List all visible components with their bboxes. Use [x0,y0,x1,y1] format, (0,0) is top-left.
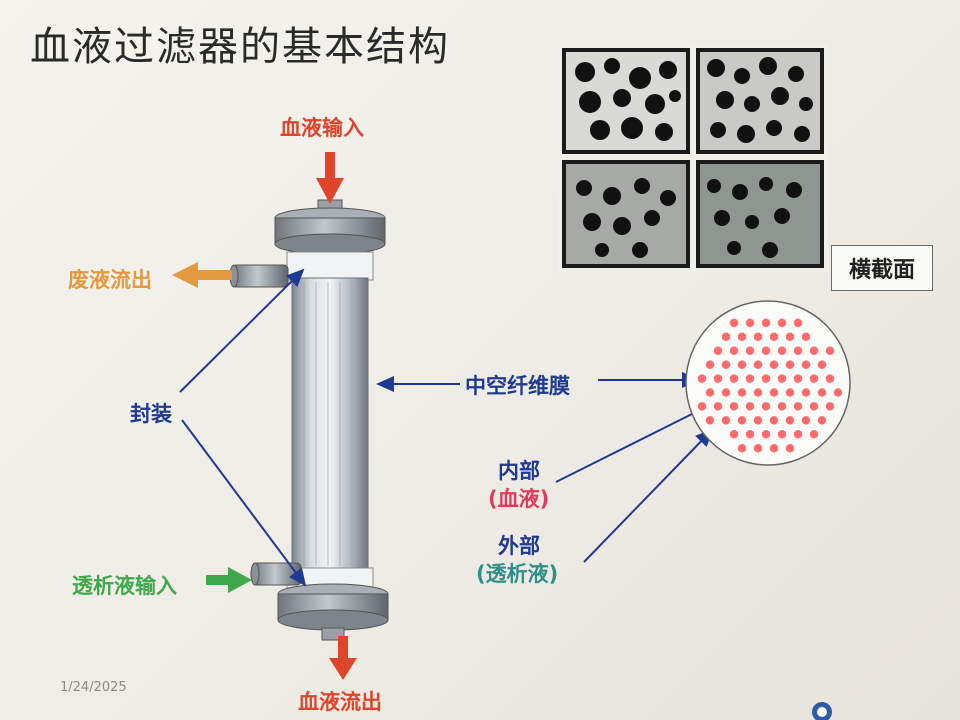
label-outer: 外部 [498,534,540,558]
fiber-dot [776,372,788,385]
label-cross-section: 横截面 [831,245,933,291]
fiber-dot [720,358,732,371]
fiber-dot [776,317,788,329]
fiber-dot [776,345,788,357]
fiber-dot [816,414,828,427]
label-inner: 内部 [498,459,540,483]
fiber-dot [728,345,740,357]
fiber-dot [704,414,716,427]
fiber-dot [752,414,764,427]
fiber-dot [720,414,732,427]
label-dialysate-in: 透析液输入 [72,574,177,598]
fiber-dot [760,317,772,329]
fiber-dot [800,386,812,399]
fiber-dot [808,372,820,385]
fiber-dot [736,331,748,343]
fiber-dot [768,386,780,399]
fiber-dot [728,428,740,441]
fiber-dot [704,386,716,399]
fiber-dot [800,331,812,343]
fiber-dot [712,345,724,357]
fiber-dot [784,358,796,371]
fiber-dot [816,386,828,399]
fiber-dot [776,428,788,441]
cross-section [685,300,851,466]
fiber-dot [752,331,764,343]
footer-date: 1/24/2025 [60,680,127,695]
fiber-dot [752,358,764,371]
fiber-dot [728,400,740,413]
label-seal: 封装 [130,402,172,426]
fiber-dot [720,386,732,399]
fiber-dot [704,358,716,371]
blood-out-arrow [329,636,357,680]
fiber-dot [736,414,748,427]
fiber-dot [784,386,796,399]
fiber-dot [760,345,772,357]
fiber-dot [800,358,812,371]
fiber-dot [768,331,780,343]
fiber-dot [720,331,732,343]
fiber-dot [744,372,756,385]
fiber-dot [816,358,828,371]
fiber-dot [792,428,804,441]
fiber-dot [752,442,764,454]
fiber-dot [832,386,844,399]
fiber-dots [696,317,844,454]
fiber-dot [760,400,772,413]
fiber-dot [744,400,756,413]
fiber-dot [784,331,796,343]
micrograph-textures [566,52,820,264]
pointer-lines [179,268,714,587]
waste-out-arrow [172,262,232,288]
fiber-dot [824,372,836,385]
dialysate-in-arrow [206,567,252,593]
footer-logo-icon [812,702,832,720]
fiber-dot [792,317,804,329]
fiber-dot [744,317,756,329]
page-title: 血液过滤器的基本结构 [30,24,450,70]
fiber-dot [808,428,820,441]
label-blood-out: 血液流出 [298,690,382,714]
fiber-dot [776,400,788,413]
label-waste-out: 废液流出 [68,268,152,292]
filter-cartridge [229,199,389,641]
fiber-dot [736,442,748,454]
fiber-dot [808,345,820,357]
fiber-dot [712,372,724,385]
label-hollow-fiber: 中空纤维膜 [465,374,570,398]
fiber-dot [808,400,820,413]
fiber-dot [768,442,780,454]
fiber-dot [824,400,836,413]
fiber-dot [792,345,804,357]
fiber-dot [752,386,764,399]
fiber-dot [728,317,740,329]
fiber-dot [784,414,796,427]
fiber-dot [744,428,756,441]
fiber-dot [728,372,740,385]
fiber-dot [696,400,708,413]
fiber-dot [744,345,756,357]
fiber-dot [760,372,772,385]
fiber-dot [824,345,836,357]
fiber-dot [696,372,708,385]
label-blood-in: 血液输入 [280,116,364,140]
label-outer-sub: (透析液) [476,562,559,586]
label-inner-sub: (血液) [488,487,550,511]
fiber-dot [768,358,780,371]
fiber-dot [736,358,748,371]
fiber-dot [768,414,780,427]
fiber-dot [712,400,724,413]
blood-in-arrow [316,152,344,204]
fiber-dot [800,414,812,427]
fiber-dot [792,372,804,385]
fiber-dot [784,442,796,454]
fiber-dot [736,386,748,399]
fiber-dot [792,400,804,413]
fiber-dot [760,428,772,441]
